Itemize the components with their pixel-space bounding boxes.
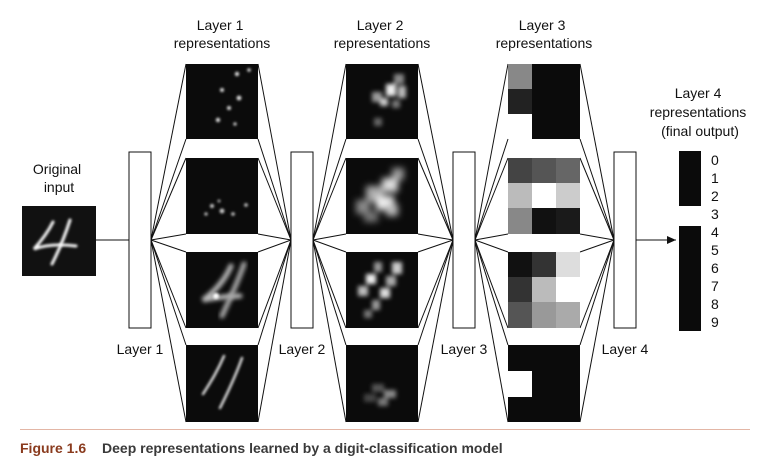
layer-3-representation-3 — [508, 252, 580, 328]
original-input-label: Original input — [33, 161, 85, 195]
layer-3-representation-4 — [508, 345, 580, 422]
layer-3-box — [452, 151, 476, 329]
output-digit-label: 8 — [711, 296, 719, 312]
layer-2-representation-4 — [346, 345, 418, 422]
layer-2-representations-label: Layer 2 representations — [334, 17, 431, 51]
original-input-image — [22, 206, 96, 276]
layer-1-box-label: Layer 1 — [117, 341, 164, 357]
output-digit-labels: 0 1 2 3 4 5 6 7 8 9 — [711, 152, 719, 330]
figure-caption: Figure 1.6 Deep representations learned … — [20, 440, 760, 464]
layer-1-representation-4 — [186, 345, 258, 422]
output-active-cell — [679, 206, 701, 226]
caption-text: Deep representations learned by a digit-… — [102, 440, 503, 456]
layer-2-representation-2 — [346, 158, 418, 234]
caption-rule — [20, 429, 750, 430]
layer-1-representation-3 — [186, 252, 258, 328]
output-digit-label: 3 — [711, 206, 719, 222]
layer-1-representation-2 — [186, 158, 258, 234]
output-digit-label: 5 — [711, 242, 719, 258]
connection-lines — [96, 63, 615, 423]
output-digit-label: 6 — [711, 260, 719, 276]
layer-3-representation-2 — [508, 158, 580, 234]
layer-1-representations-label: Layer 1 representations — [174, 17, 271, 51]
layer-3-representations-label: Layer 3 representations — [496, 17, 593, 51]
output-digit-label: 1 — [711, 170, 719, 186]
layer-3-representation-1 — [508, 64, 580, 139]
layer-4-box-label: Layer 4 — [602, 341, 649, 357]
output-digit-label: 9 — [711, 314, 719, 330]
layer-2-representation-3 — [346, 252, 418, 328]
figure-number: Figure 1.6 — [20, 440, 87, 456]
output-digit-label: 7 — [711, 278, 719, 294]
layer-3-box-label: Layer 3 — [441, 341, 488, 357]
output-digit-label: 2 — [711, 188, 719, 204]
layer-4-box — [613, 151, 637, 329]
output-digit-label: 4 — [711, 224, 719, 240]
output-digit-label: 0 — [711, 152, 719, 168]
layer-2-box-label: Layer 2 — [279, 341, 326, 357]
layer-4-representations-label: Layer 4 representations (final output) — [650, 85, 750, 139]
layer-1-representation-1 — [186, 64, 258, 139]
layer-2-box — [290, 151, 314, 329]
output-vector — [679, 151, 701, 331]
layer-2-representation-1 — [346, 64, 418, 139]
layer-1-box — [128, 151, 152, 329]
